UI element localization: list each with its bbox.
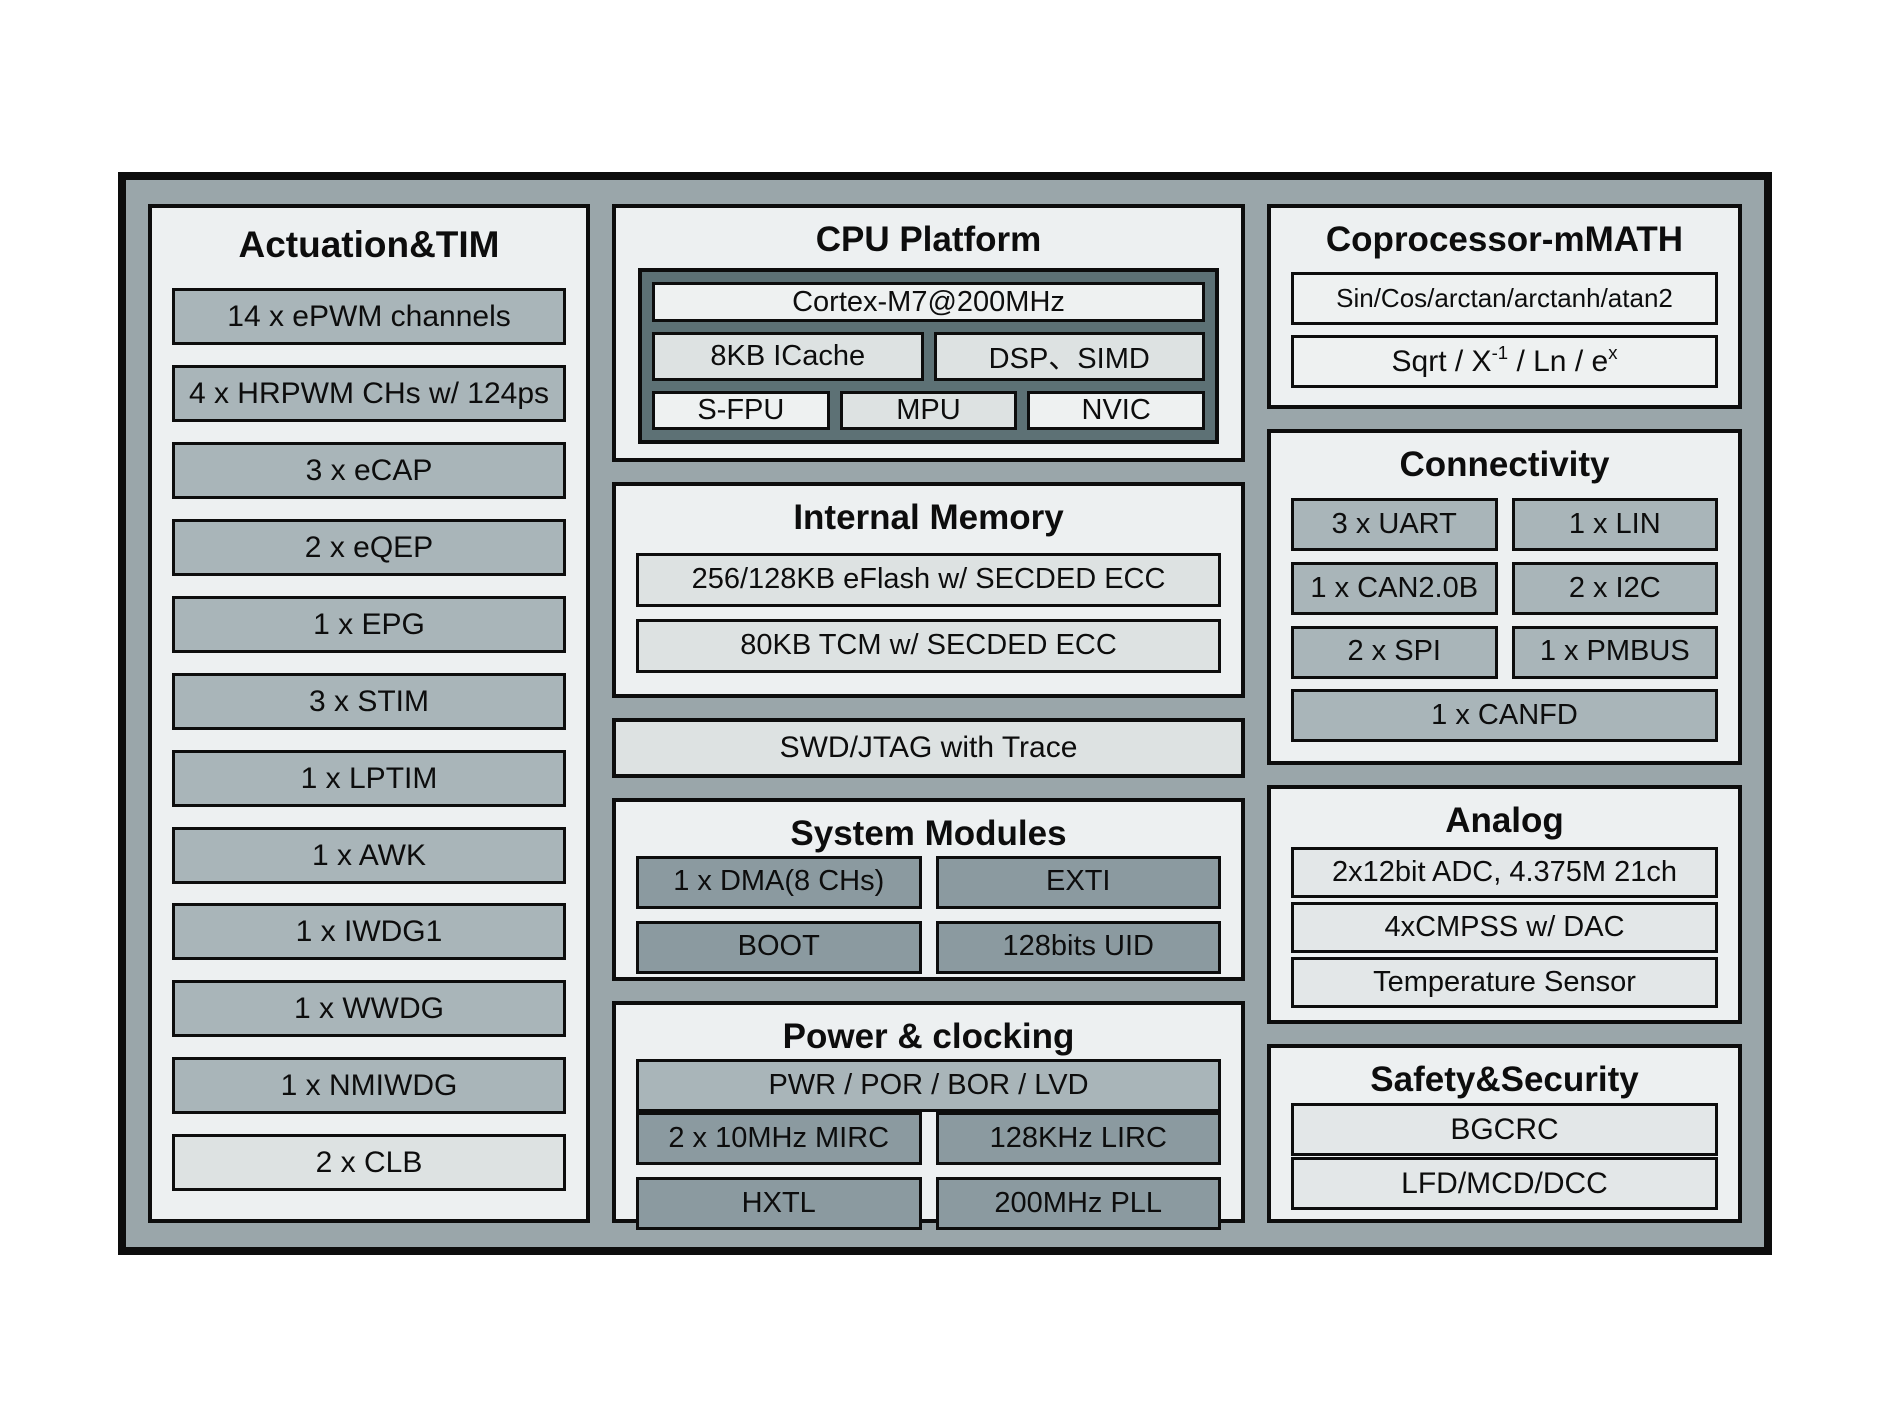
panel-coprocessor-mmath: Coprocessor-mMATH Sin/Cos/arctan/arctanh… [1267, 204, 1742, 410]
block-dma: 1 x DMA(8 CHs) [636, 855, 922, 909]
analog-block-list: 2x12bit ADC, 4.375M 21ch 4xCMPSS w/ DAC … [1271, 843, 1738, 1020]
system-block-grid: 1 x DMA(8 CHs) EXTI BOOT 128bits UID [616, 855, 1241, 977]
block-ecap: 3 x eCAP [172, 442, 566, 500]
block-pwr-por-bor-lvd: PWR / POR / BOR / LVD [636, 1059, 1221, 1113]
block-canfd: 1 x CANFD [1291, 689, 1718, 743]
panel-title-system: System Modules [790, 813, 1067, 853]
block-eflash: 256/128KB eFlash w/ SECDED ECC [636, 552, 1221, 607]
block-wwdg: 1 x WWDG [172, 980, 566, 1038]
panel-title-power: Power & clocking [782, 1017, 1075, 1057]
block-mirc: 2 x 10MHz MIRC [636, 1112, 922, 1166]
actuation-block-list: 14 x ePWM channels 4 x HRPWM CHs w/ 124p… [152, 269, 586, 1219]
panel-title-actuation: Actuation&TIM [238, 224, 500, 265]
panel-system-modules: System Modules 1 x DMA(8 CHs) EXTI BOOT … [612, 797, 1245, 982]
block-cortex-m7-core: Cortex-M7@200MHz [652, 282, 1205, 322]
block-swd-jtag-trace: SWD/JTAG with Trace [612, 717, 1245, 778]
block-hrpwm: 4 x HRPWM CHs w/ 124ps [172, 365, 566, 423]
panel-actuation-tim: Actuation&TIM 14 x ePWM channels 4 x HRP… [148, 204, 590, 1223]
panel-cpu-platform: CPU Platform Cortex-M7@200MHz 8KB ICache… [612, 204, 1245, 463]
panel-analog: Analog 2x12bit ADC, 4.375M 21ch 4xCMPSS … [1267, 785, 1742, 1025]
safety-block-list: BGCRC LFD/MCD/DCC [1271, 1102, 1738, 1219]
soc-block-diagram: Actuation&TIM 14 x ePWM channels 4 x HRP… [118, 172, 1772, 1255]
block-iwdg1: 1 x IWDG1 [172, 903, 566, 961]
block-boot: BOOT [636, 920, 922, 974]
block-pll: 200MHz PLL [935, 1177, 1221, 1231]
panel-title-coprocessor: Coprocessor-mMATH [1325, 220, 1684, 259]
block-cmpss-dac: 4xCMPSS w/ DAC [1291, 902, 1718, 954]
block-awk: 1 x AWK [172, 826, 566, 884]
block-hxtl: HXTL [636, 1177, 922, 1231]
middle-column: CPU Platform Cortex-M7@200MHz 8KB ICache… [612, 204, 1245, 1231]
panel-title-memory: Internal Memory [793, 498, 1064, 538]
block-dsp-simd: DSP、SIMD [933, 331, 1205, 381]
block-mpu: MPU [839, 390, 1018, 431]
coprocessor-block-list: Sin/Cos/arctan/arctanh/atan2 Sqrt / X-1 … [1271, 262, 1738, 405]
block-can20b: 1 x CAN2.0B [1291, 562, 1498, 616]
block-i2c: 2 x I2C [1511, 562, 1718, 616]
block-stim: 3 x STIM [172, 672, 566, 730]
panel-title-analog: Analog [1445, 801, 1564, 841]
block-spi: 2 x SPI [1291, 625, 1498, 679]
block-lfd-mcd-dcc: LFD/MCD/DCC [1291, 1157, 1718, 1211]
block-lirc: 128KHz LIRC [935, 1112, 1221, 1166]
connectivity-block-grid: 3 x UART 1 x LIN 1 x CAN2.0B 2 x I2C 2 x… [1271, 488, 1738, 762]
block-trig-functions: Sin/Cos/arctan/arctanh/atan2 [1291, 271, 1718, 325]
block-tcm: 80KB TCM w/ SECDED ECC [636, 619, 1221, 674]
sqrt-text-part1: Sqrt / X [1391, 344, 1492, 378]
block-sfpu: S-FPU [652, 390, 830, 431]
block-lptim: 1 x LPTIM [172, 749, 566, 807]
block-pmbus: 1 x PMBUS [1511, 625, 1718, 679]
block-temperature-sensor: Temperature Sensor [1291, 957, 1718, 1009]
block-lin: 1 x LIN [1511, 498, 1718, 552]
panel-power-clocking: Power & clocking PWR / POR / BOR / LVD 2… [612, 1001, 1245, 1231]
block-nmiwdg: 1 x NMIWDG [172, 1057, 566, 1115]
block-clb: 2 x CLB [172, 1134, 566, 1192]
sqrt-superscript-x: x [1608, 342, 1618, 364]
panel-title-safety: Safety&Security [1370, 1060, 1639, 1100]
panel-connectivity: Connectivity 3 x UART 1 x LIN 1 x CAN2.0… [1267, 429, 1742, 766]
cpu-core-container: Cortex-M7@200MHz 8KB ICache DSP、SIMD S-F… [638, 268, 1219, 445]
sqrt-superscript-1: -1 [1491, 342, 1509, 364]
sqrt-text-part2: / Ln / e [1508, 344, 1609, 378]
power-block-list: PWR / POR / BOR / LVD 2 x 10MHz MIRC 128… [616, 1059, 1241, 1231]
memory-block-list: 256/128KB eFlash w/ SECDED ECC 80KB TCM … [616, 541, 1241, 694]
block-exti: EXTI [935, 855, 1221, 909]
block-uid: 128bits UID [935, 920, 1221, 974]
block-uart: 3 x UART [1291, 498, 1498, 552]
panel-internal-memory: Internal Memory 256/128KB eFlash w/ SECD… [612, 482, 1245, 698]
block-bgcrc: BGCRC [1291, 1103, 1718, 1157]
block-icache: 8KB ICache [652, 331, 924, 381]
panel-title-connectivity: Connectivity [1399, 445, 1610, 485]
block-adc: 2x12bit ADC, 4.375M 21ch [1291, 847, 1718, 899]
block-eqep: 2 x eQEP [172, 519, 566, 577]
right-column: Coprocessor-mMATH Sin/Cos/arctan/arctanh… [1267, 204, 1742, 1223]
panel-safety-security: Safety&Security BGCRC LFD/MCD/DCC [1267, 1044, 1742, 1223]
block-nvic: NVIC [1027, 390, 1205, 431]
block-epg: 1 x EPG [172, 595, 566, 653]
block-epwm-channels: 14 x ePWM channels [172, 288, 566, 346]
panel-title-cpu: CPU Platform [815, 220, 1042, 259]
